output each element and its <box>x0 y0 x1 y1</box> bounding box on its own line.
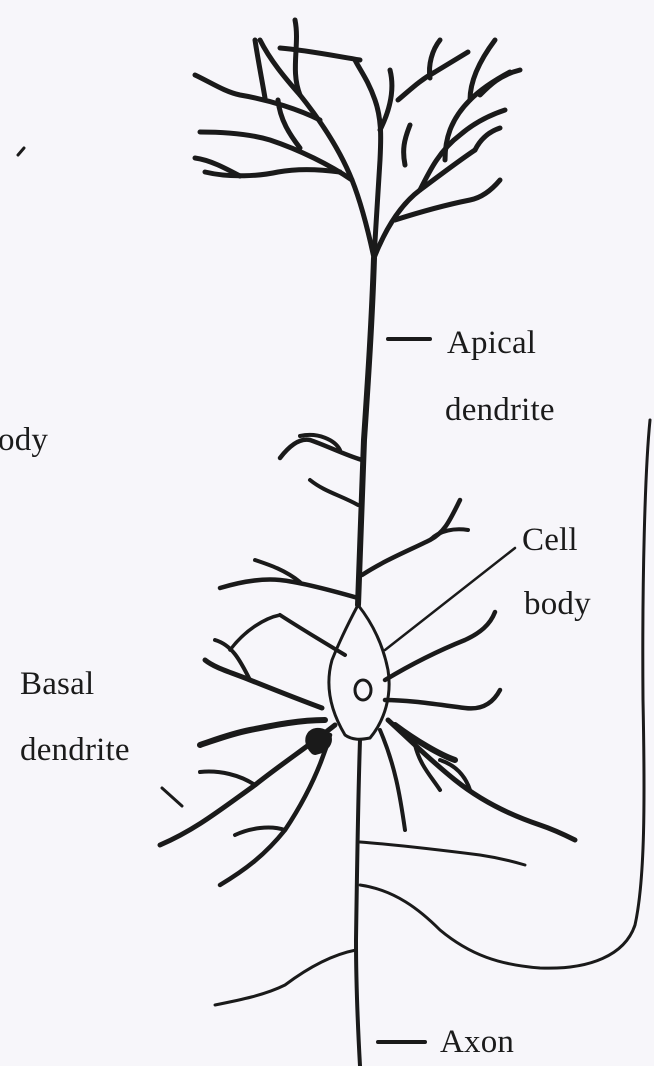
apical-label-line1: Apical <box>447 323 536 363</box>
cell-body-label-line1: Cell <box>522 520 578 560</box>
axon-label: Axon <box>440 1022 514 1062</box>
neuron-body <box>160 258 650 1066</box>
basal-label-line2: dendrite <box>20 730 130 770</box>
basal-leader-line <box>162 788 182 806</box>
cell-body-leader-line <box>385 548 515 650</box>
partial-left-label: ody <box>0 420 48 460</box>
stray-mark <box>18 148 24 155</box>
cell-body-label-line2: body <box>524 584 591 624</box>
apical-tuft <box>195 20 520 258</box>
apical-label-line2: dendrite <box>445 390 555 430</box>
basal-label-line1: Basal <box>20 664 94 704</box>
